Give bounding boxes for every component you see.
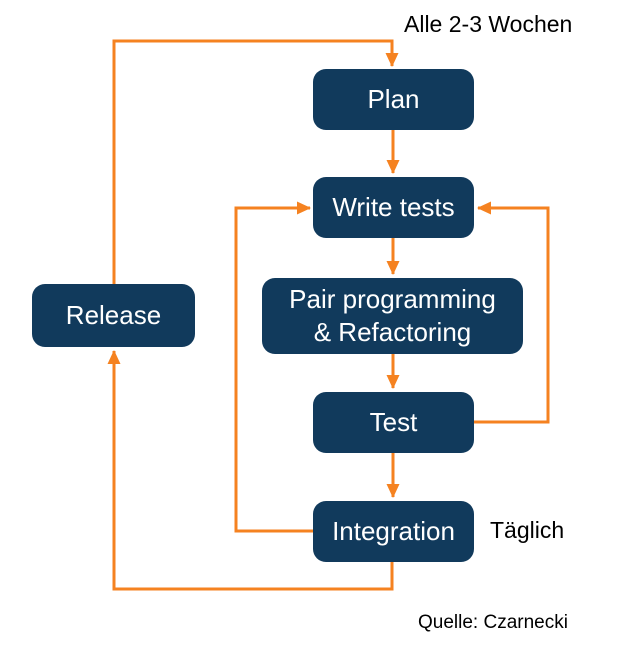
node-pair-programming: Pair programming & Refactoring <box>262 278 523 354</box>
node-write-tests-label: Write tests <box>332 192 455 222</box>
node-release-label: Release <box>65 300 162 330</box>
cycle-annotation: Alle 2-3 Wochen <box>404 11 573 37</box>
source-annotation: Quelle: Czarnecki <box>418 612 568 633</box>
node-release: Release <box>32 284 195 347</box>
daily-annotation: Täglich <box>490 517 565 543</box>
node-pair-programming-label-line2: & Refactoring <box>313 317 472 347</box>
node-pair-programming-label-line1: Pair programming <box>289 283 496 314</box>
arrow-integration-to-write-tests <box>234 201 313 533</box>
node-plan-label: Plan <box>367 84 420 114</box>
node-plan: Plan <box>313 69 474 130</box>
node-integration: Integration <box>313 501 474 562</box>
node-test: Test <box>313 392 474 453</box>
node-test-label: Test <box>369 407 418 437</box>
node-integration-label: Integration <box>332 516 455 546</box>
node-write-tests: Write tests <box>313 177 474 238</box>
